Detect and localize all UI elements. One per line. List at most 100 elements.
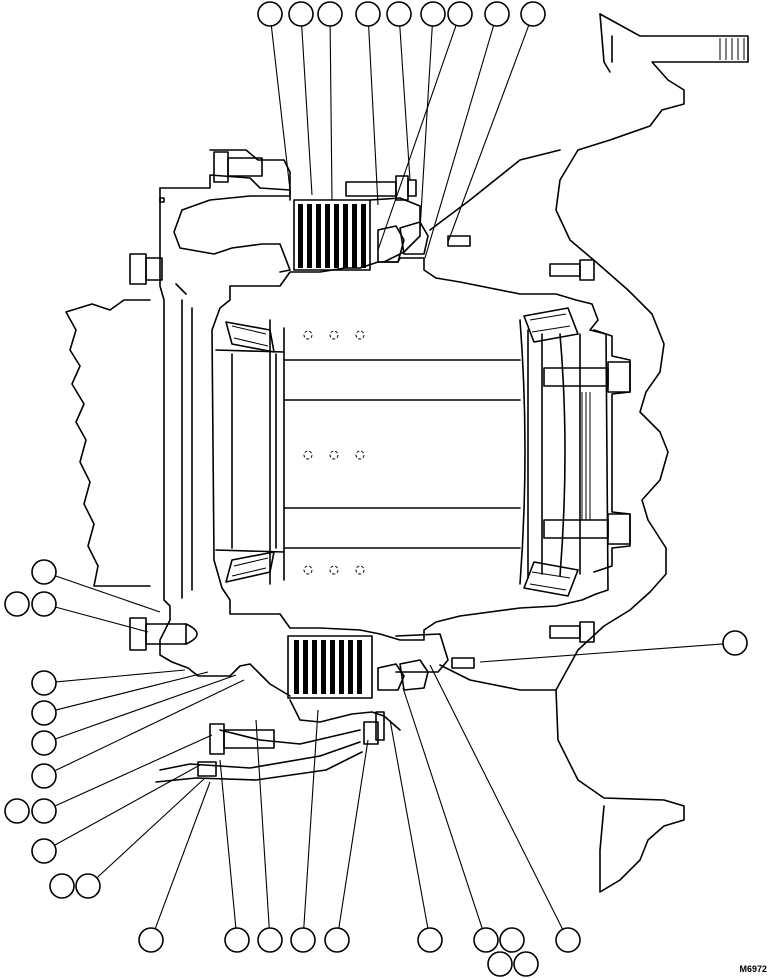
callout-l6 [31, 674, 237, 756]
callout-bubble [288, 1, 314, 27]
callout-t6 [419, 1, 446, 231]
callout-bubble [386, 1, 412, 27]
callout-b6 [389, 719, 443, 953]
callout-leader [424, 25, 495, 259]
axle-housing-flange [65, 174, 291, 697]
callout-leader [55, 575, 161, 613]
callout-b9 [487, 951, 513, 977]
callout-leader [419, 25, 433, 231]
callout-bubble [31, 559, 57, 585]
callout-bubble [31, 838, 57, 864]
callout-leader [96, 777, 206, 879]
callout-l9 [31, 734, 213, 824]
callout-bubble [555, 927, 581, 953]
callout-leader [303, 709, 319, 929]
callout-leader [447, 25, 530, 243]
callout-bubble [487, 951, 513, 977]
callout-l11 [49, 873, 75, 899]
callout-bubble [4, 591, 30, 617]
outer-bearing-bottom [523, 561, 579, 597]
callout-leader [368, 25, 379, 206]
callout-l12 [75, 777, 206, 899]
callout-leader [301, 25, 313, 196]
callout-t2 [288, 1, 314, 196]
bolts [129, 151, 631, 777]
callout-b1 [138, 781, 211, 953]
callout-bubble [473, 927, 499, 953]
callout-leader [399, 25, 411, 181]
callout-t1 [257, 1, 291, 191]
callout-b2 [219, 759, 250, 953]
callout-bubble [75, 873, 101, 899]
brake-disc-pack-top [293, 199, 371, 271]
callout-bubble [420, 1, 446, 27]
callout-l3 [31, 591, 149, 633]
callout-bubble [31, 798, 57, 824]
callout-leader [54, 734, 213, 807]
spindle-knuckle-casting [429, 13, 749, 893]
callout-bubble [224, 927, 250, 953]
callout-l10 [31, 764, 201, 864]
callout-leader [270, 25, 291, 191]
callout-b8 [499, 927, 525, 953]
callout-bubble [290, 927, 316, 953]
callout-bubble [317, 1, 343, 27]
callout-leader [479, 643, 724, 663]
callout-t5 [386, 1, 412, 181]
callout-bubble [484, 1, 510, 27]
callout-t8 [424, 1, 510, 259]
callout-leader [219, 759, 237, 929]
callout-b7 [402, 687, 499, 953]
callout-bubble [31, 670, 57, 696]
callout-bubble [138, 927, 164, 953]
wheel-hub-body [211, 257, 631, 641]
callout-leader [329, 25, 333, 201]
callout-bubble [4, 798, 30, 824]
callout-leader [255, 719, 270, 929]
callout-bubble [355, 1, 381, 27]
callout-l1 [31, 559, 161, 613]
callout-bubble [513, 951, 539, 977]
figure-code: M6972 [739, 964, 767, 974]
callout-bubble [31, 591, 57, 617]
callout-l2 [4, 591, 30, 617]
callout-bubble [722, 630, 748, 656]
callout-bubble [31, 763, 57, 789]
brake-disc-pack-bottom [287, 635, 373, 699]
callout-bubble [417, 927, 443, 953]
callout-bubble [257, 1, 283, 27]
callout-l8 [4, 798, 30, 824]
callout-bubble [499, 927, 525, 953]
callout-t7 [377, 1, 473, 251]
lubrication-holes [303, 330, 365, 575]
callout-b3 [255, 719, 283, 953]
callout-leader [55, 671, 209, 711]
callout-t9 [447, 1, 546, 243]
callout-leader [338, 739, 369, 929]
inner-bearing-top [225, 321, 275, 353]
callout-bubble [324, 927, 350, 953]
callout-bubble [31, 730, 57, 756]
callout-leader [377, 25, 457, 251]
callout-r1 [479, 630, 748, 663]
brake-housing [155, 149, 449, 783]
callout-leader [55, 674, 237, 740]
callout-bubble [31, 700, 57, 726]
callout-bubble [257, 927, 283, 953]
inner-bearing-bottom [225, 551, 275, 583]
callout-leader [402, 687, 483, 929]
callout-b4 [290, 709, 319, 953]
callout-l4 [31, 669, 186, 696]
callout-leader [429, 664, 564, 930]
callout-leader [55, 606, 149, 633]
callout-l7 [31, 679, 245, 789]
callout-leader [54, 679, 245, 772]
outer-bearing-top [523, 307, 579, 343]
callout-b11 [429, 664, 581, 953]
callout-b5 [324, 739, 369, 953]
callout-leader [55, 669, 186, 683]
callout-leader [389, 719, 429, 929]
callout-bubble [520, 1, 546, 27]
callout-leader [54, 764, 201, 846]
